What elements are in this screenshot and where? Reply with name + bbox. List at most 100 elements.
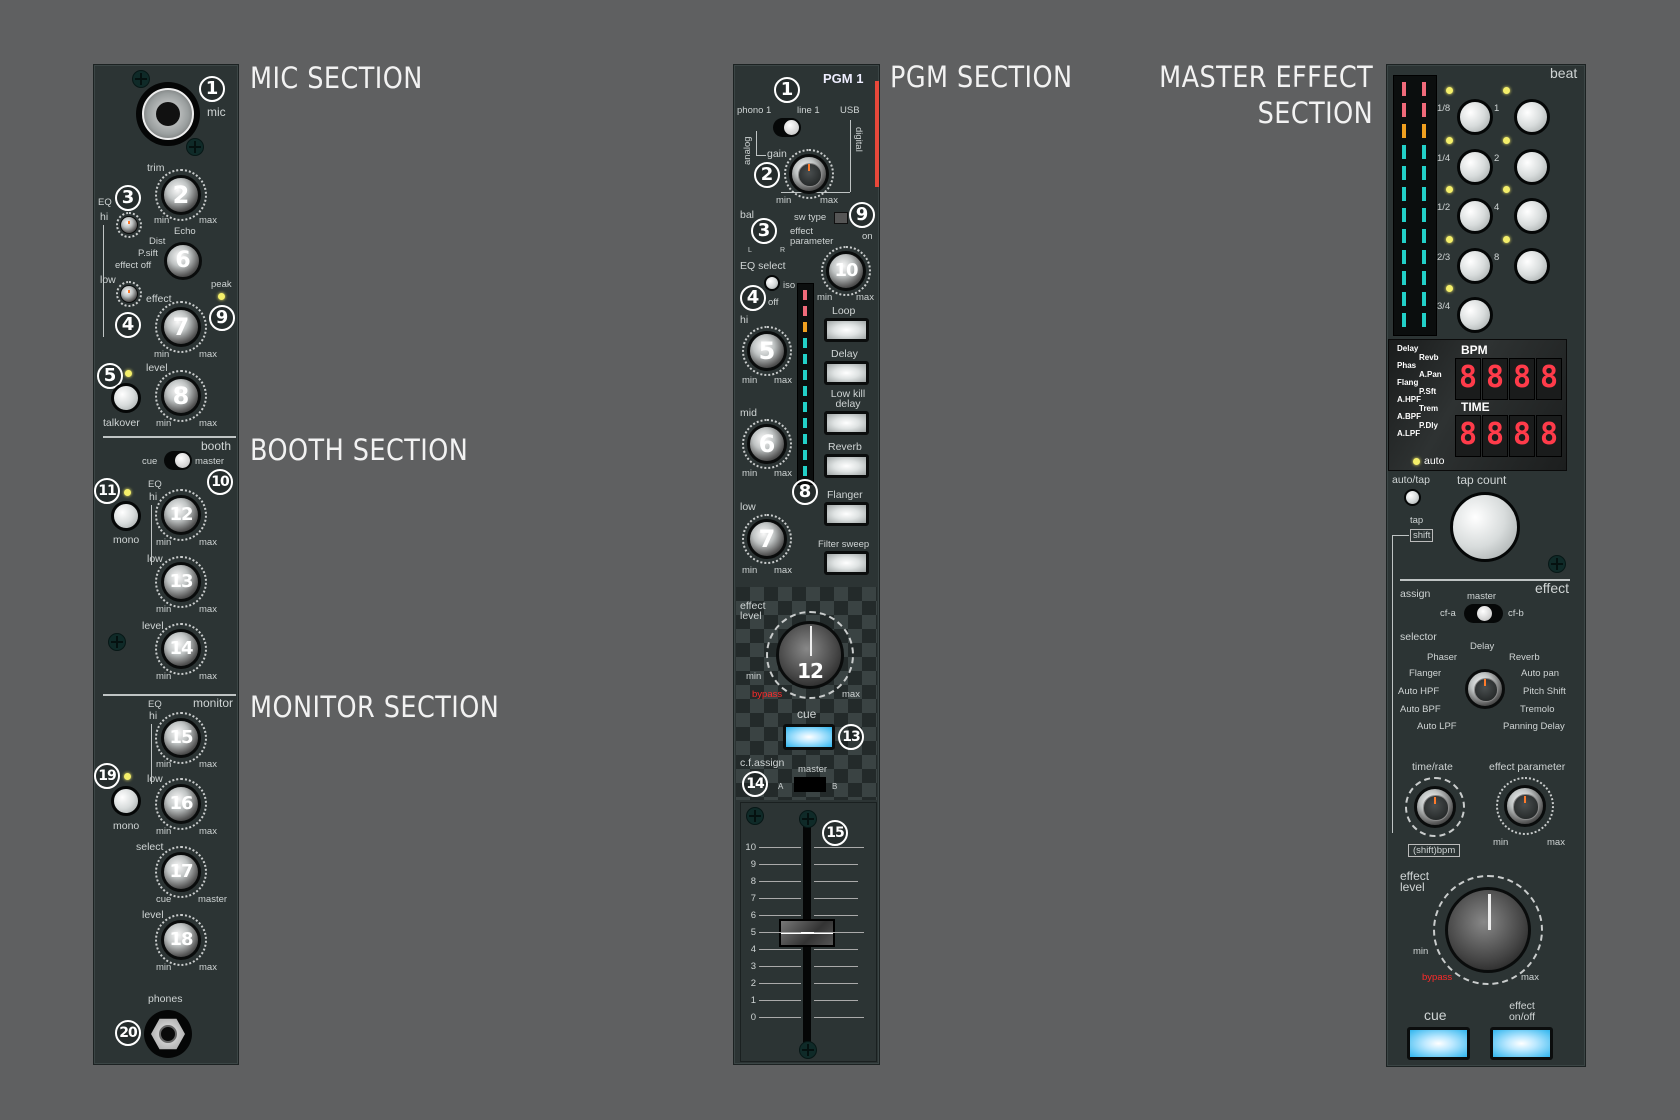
eq-hi-knob[interactable]: 5 (747, 331, 787, 371)
effect-onoff-button[interactable] (1490, 1027, 1553, 1060)
cf-assign-switch[interactable] (794, 777, 826, 792)
screw-icon (186, 138, 204, 156)
selector-option[interactable]: Phaser (1427, 652, 1458, 663)
beat-button[interactable] (1514, 99, 1550, 135)
eq-hi-label: hi (100, 211, 109, 223)
talkover-button[interactable] (111, 383, 141, 413)
pgm-cue-button[interactable] (783, 724, 835, 750)
monitor-mono-button[interactable] (111, 786, 141, 816)
effect-button-filter-sweep[interactable] (824, 551, 869, 575)
beat-button[interactable] (1514, 198, 1550, 234)
effect-button-delay[interactable] (824, 361, 869, 385)
meter-segment (803, 450, 807, 460)
master-effect-level-knob[interactable] (1445, 887, 1531, 973)
eq-hi-knob[interactable] (120, 216, 138, 234)
divider (103, 694, 236, 696)
display-effect-name: P.Dly (1419, 421, 1438, 430)
master-cue-label: cue (1424, 1007, 1447, 1023)
fader-scale-line (759, 898, 801, 899)
effect-param-max-label: max (856, 292, 874, 303)
selector-option[interactable]: Auto HPF (1398, 686, 1440, 697)
beat-button[interactable] (1514, 248, 1550, 284)
sw-type-switch[interactable] (834, 212, 848, 224)
eq-low-knob[interactable] (120, 285, 138, 303)
beat-button-label: 1 (1494, 103, 1500, 114)
effect-knob[interactable]: 7 (161, 307, 201, 347)
callout-1: 1 (199, 76, 225, 102)
seven-segment-digit: 8 (1509, 358, 1535, 400)
pgm-callout-2: 2 (754, 162, 780, 188)
effect-button-low-kill-delay[interactable] (824, 411, 869, 435)
booth-cue-master-toggle[interactable] (164, 451, 192, 470)
booth-level-knob[interactable]: 14 (161, 629, 201, 669)
selector-option[interactable]: Pitch Shift (1523, 686, 1566, 697)
selector-option[interactable]: Auto pan (1521, 668, 1560, 679)
booth-eq-low-knob[interactable]: 13 (161, 562, 201, 602)
selector-option[interactable]: Flanger (1409, 668, 1442, 679)
effect-button-loop[interactable] (824, 318, 869, 342)
mic-label: mic (207, 105, 226, 119)
beat-led (1503, 236, 1510, 243)
hi-max-label: max (774, 375, 792, 386)
selector-option[interactable]: Tremolo (1520, 704, 1555, 715)
beat-led (1503, 137, 1510, 144)
selector-option[interactable]: Reverb (1509, 652, 1540, 663)
auto-tap-button[interactable] (1404, 489, 1421, 506)
eq-low-knob[interactable]: 7 (747, 519, 787, 559)
pgm-effect-parameter-knob[interactable]: 10 (826, 251, 866, 291)
effect-onoff-label: effect on/off (1508, 1000, 1536, 1023)
pgm-callout-1: 1 (774, 77, 800, 103)
pgm-callout-14: 14 (742, 771, 768, 797)
eq-mid-knob[interactable]: 6 (747, 424, 787, 464)
pgm-callout-12: 12 (797, 659, 824, 683)
fader-scale-line (759, 966, 801, 967)
effect-parameter-knob[interactable] (1504, 785, 1546, 827)
level-knob[interactable]: 8 (161, 376, 201, 416)
selector-option[interactable]: Auto LPF (1417, 721, 1457, 732)
selector-option[interactable]: Delay (1470, 641, 1495, 652)
selector-label: selector (1400, 631, 1437, 643)
monitor-eq-low-knob[interactable]: 16 (161, 784, 201, 824)
master-cue-button[interactable] (1407, 1027, 1470, 1060)
beat-button[interactable] (1457, 297, 1493, 333)
selector-option[interactable]: Panning Delay (1503, 721, 1565, 732)
fader-scale-line (814, 864, 858, 865)
pgm-panel: PGM 1 1 phono 1 line 1 USB analog digita… (733, 64, 880, 1065)
beat-button-label: 1/4 (1437, 153, 1451, 164)
seven-segment-digit: 8 (1509, 415, 1535, 457)
seven-segment-digit: 8 (1455, 358, 1481, 400)
meter-segment (1422, 166, 1426, 180)
booth-mono-button[interactable] (111, 501, 141, 531)
gain-label: gain (767, 148, 787, 160)
effect-button-reverb[interactable] (824, 454, 869, 478)
effect-button-flanger[interactable] (824, 502, 869, 526)
input-select-toggle[interactable] (773, 118, 801, 137)
mic-input-jack[interactable] (136, 82, 200, 146)
effect-assign-toggle[interactable] (1464, 604, 1503, 623)
channel-fader-handle[interactable] (779, 919, 835, 947)
trim-knob[interactable]: 2 (161, 175, 201, 215)
beat-button[interactable] (1514, 149, 1550, 185)
pgm-effect-level-knob[interactable]: 12 (776, 621, 844, 689)
fader-scale-label: 7 (750, 893, 756, 904)
effect-button-label-loop: Loop (832, 305, 856, 317)
beat-button-label: 2 (1494, 153, 1500, 164)
beat-button[interactable] (1457, 99, 1493, 135)
meter-segment (803, 386, 807, 396)
effect-selector-knob[interactable] (1465, 669, 1505, 709)
effect-select-knob[interactable]: 6 (164, 242, 202, 280)
monitor-level-knob[interactable]: 18 (161, 920, 201, 960)
gain-knob[interactable] (789, 154, 829, 194)
eq-select-button[interactable] (764, 275, 780, 291)
monitor-select-knob[interactable]: 17 (161, 852, 201, 892)
booth-eq-hi-knob[interactable]: 12 (161, 495, 201, 535)
beat-button[interactable] (1457, 149, 1493, 185)
phones-jack[interactable] (144, 1010, 192, 1058)
display-effect-name: Flang (1397, 378, 1419, 387)
selector-option[interactable]: Auto BPF (1400, 704, 1441, 715)
beat-button[interactable] (1457, 198, 1493, 234)
monitor-eq-hi-knob[interactable]: 15 (161, 718, 201, 758)
time-rate-knob[interactable] (1414, 786, 1456, 828)
beat-button[interactable] (1457, 248, 1493, 284)
tap-count-button[interactable] (1450, 492, 1520, 562)
